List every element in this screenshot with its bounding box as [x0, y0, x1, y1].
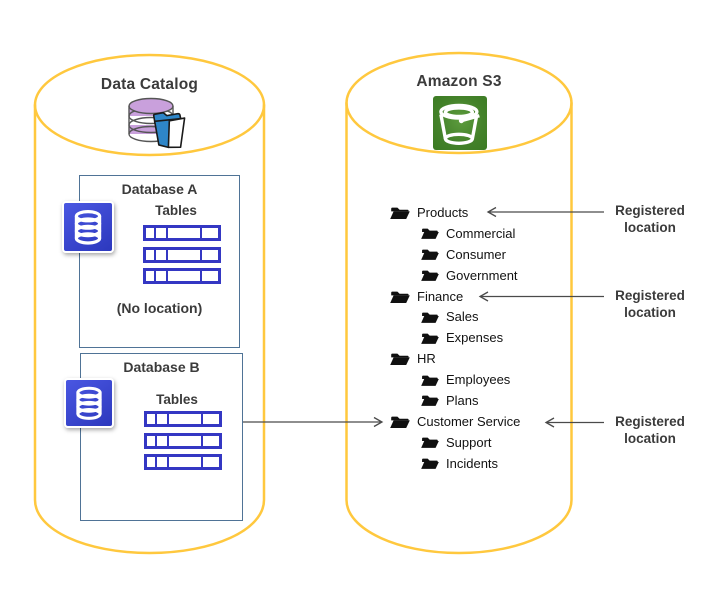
- data-catalog-icon: [128, 97, 186, 149]
- folder-label: Support: [446, 434, 492, 450]
- open-folder-icon: [421, 458, 439, 469]
- database-a-tables-label: Tables: [155, 203, 197, 218]
- folder-label: Consumer: [446, 246, 506, 262]
- tree-item: Plans: [390, 390, 520, 411]
- table-row: [144, 411, 222, 427]
- registered-location-label-products: Registered location: [615, 203, 685, 235]
- database-icon: [64, 378, 114, 428]
- s3-folder-tree: Products Commercial Consumer Government …: [390, 202, 520, 474]
- database-a-title: Database A: [121, 181, 198, 197]
- open-folder-icon: [421, 396, 439, 407]
- database-b-tables: [144, 411, 222, 476]
- folder-label: Sales: [446, 309, 479, 325]
- tree-item: Sales: [390, 306, 520, 327]
- database-b-tables-label: Tables: [156, 392, 198, 407]
- data-catalog-title: Data Catalog: [100, 76, 199, 93]
- database-b-title: Database B: [123, 359, 200, 375]
- open-folder-icon: [421, 228, 439, 240]
- table-row: [144, 454, 222, 470]
- amazon-s3-title: Amazon S3: [416, 73, 502, 90]
- folder-label: Finance: [417, 288, 464, 304]
- folder-label: Plans: [446, 392, 479, 408]
- folder-label: Employees: [446, 372, 511, 388]
- tree-item: Support: [390, 432, 520, 453]
- open-folder-icon: [390, 207, 410, 219]
- tree-item: Commercial: [390, 223, 520, 244]
- open-folder-icon: [421, 312, 439, 323]
- table-row: [143, 225, 221, 241]
- table-row: [144, 432, 222, 449]
- tree-item-hr: HR: [390, 348, 520, 369]
- open-folder-icon: [390, 353, 410, 366]
- tree-item: Consumer: [390, 244, 520, 265]
- registered-location-label-customer-service: Registered location: [615, 414, 685, 446]
- registered-location-label-finance: Registered location: [615, 288, 685, 320]
- open-folder-icon: [421, 375, 439, 386]
- table-row: [143, 268, 221, 284]
- folder-label: Expenses: [446, 330, 504, 346]
- folder-label: Products: [417, 204, 469, 220]
- folder-label: Government: [446, 267, 518, 283]
- open-folder-icon: [390, 416, 410, 428]
- database-a-box: Database A Tables (No location): [62, 175, 240, 348]
- tree-item-finance: Finance: [390, 286, 520, 307]
- folder-label: Customer Service: [417, 413, 521, 429]
- tree-item: Employees: [390, 369, 520, 390]
- database-icon: [62, 201, 114, 253]
- tree-item: Expenses: [390, 327, 520, 348]
- tree-item-customer-service: Customer Service: [390, 411, 520, 432]
- folder-label: Commercial: [446, 225, 516, 241]
- s3-bucket-icon: [433, 96, 487, 150]
- database-b-box: Database B Tables: [64, 353, 243, 521]
- database-a-tables: [143, 225, 221, 290]
- open-folder-icon: [421, 270, 439, 281]
- catalog-folder-glyph: [152, 111, 186, 149]
- tree-item: Government: [390, 265, 520, 286]
- database-a-no-location-note: (No location): [116, 300, 203, 316]
- open-folder-icon: [421, 437, 439, 449]
- tree-item: Incidents: [390, 453, 520, 474]
- arrowhead-customer-service-right: [544, 417, 555, 428]
- table-row: [143, 246, 221, 263]
- folder-label: HR: [417, 351, 436, 367]
- open-folder-icon: [421, 333, 439, 344]
- open-folder-icon: [421, 249, 439, 261]
- tree-item-products: Products: [390, 202, 520, 223]
- arrowhead-customer-service-left: [373, 416, 384, 428]
- folder-label: Incidents: [446, 455, 499, 471]
- open-folder-icon: [390, 291, 410, 303]
